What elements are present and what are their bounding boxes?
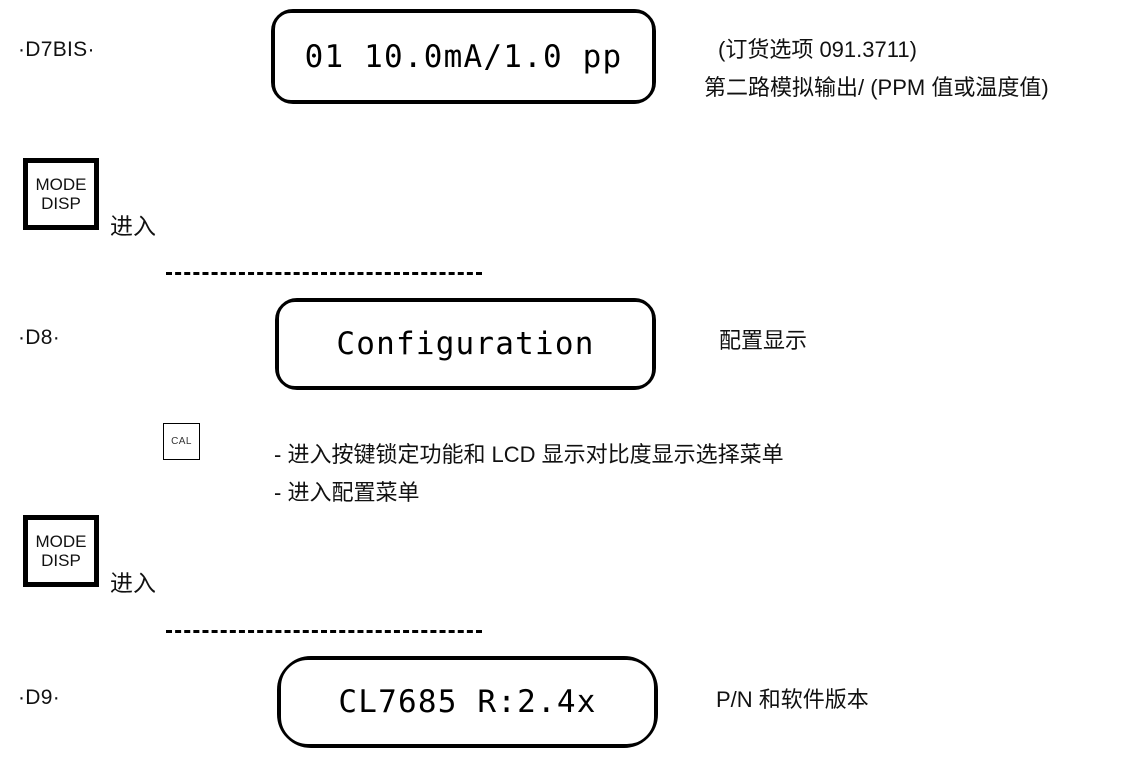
action-label-enter-1: 进入 (110, 213, 156, 239)
lcd-bezel-inner: CL7685 R:2.4x (279, 658, 656, 746)
lcd-bezel-inner: 01 10.0mA/1.0 pp (273, 11, 654, 102)
action-label-enter-2: 进入 (110, 570, 156, 596)
key-mode-disp-1[interactable]: MODE DISP (23, 158, 99, 230)
lcd-display-d7bis: 01 10.0mA/1.0 pp (271, 9, 656, 104)
key-mode-disp-2-line2: DISP (41, 551, 81, 570)
lcd-text-d7bis: 01 10.0mA/1.0 pp (304, 38, 623, 75)
lcd-display-d8: Configuration (275, 298, 656, 390)
lcd-bezel-inner: Configuration (277, 300, 654, 388)
lcd-display-d9: CL7685 R:2.4x (277, 656, 658, 748)
key-cal-label: CAL (171, 436, 192, 447)
lcd-text-d8: Configuration (336, 326, 595, 362)
key-cal[interactable]: CAL (163, 423, 200, 460)
annotation-d7bis-second-analog-output: 第二路模拟输出/ (PPM 值或温度值) (704, 75, 1049, 100)
step-id-d8: ·D8· (18, 326, 61, 349)
note-cal-configuration-menu: - 进入配置菜单 (274, 480, 420, 505)
key-mode-disp-1-line1: MODE (35, 174, 87, 194)
key-mode-disp-1-line2: DISP (41, 194, 81, 213)
annotation-d8-configuration-display: 配置显示 (719, 328, 808, 353)
key-mode-disp-2[interactable]: MODE DISP (23, 515, 99, 587)
annotation-d9-pn-software-version: P/N 和软件版本 (716, 687, 869, 712)
key-mode-disp-2-line1: MODE (35, 531, 87, 551)
note-cal-keylock-contrast-menu: - 进入按键锁定功能和 LCD 显示对比度显示选择菜单 (274, 442, 784, 467)
step-id-d7bis: ·D7BIS· (18, 38, 95, 61)
flow-divider-1 (166, 272, 482, 275)
step-id-d9: ·D9· (18, 686, 61, 709)
annotation-d7bis-order-option: (订货选项 091.3711) (718, 37, 917, 62)
lcd-text-d9: CL7685 R:2.4x (338, 684, 597, 720)
flow-divider-2 (166, 630, 482, 633)
